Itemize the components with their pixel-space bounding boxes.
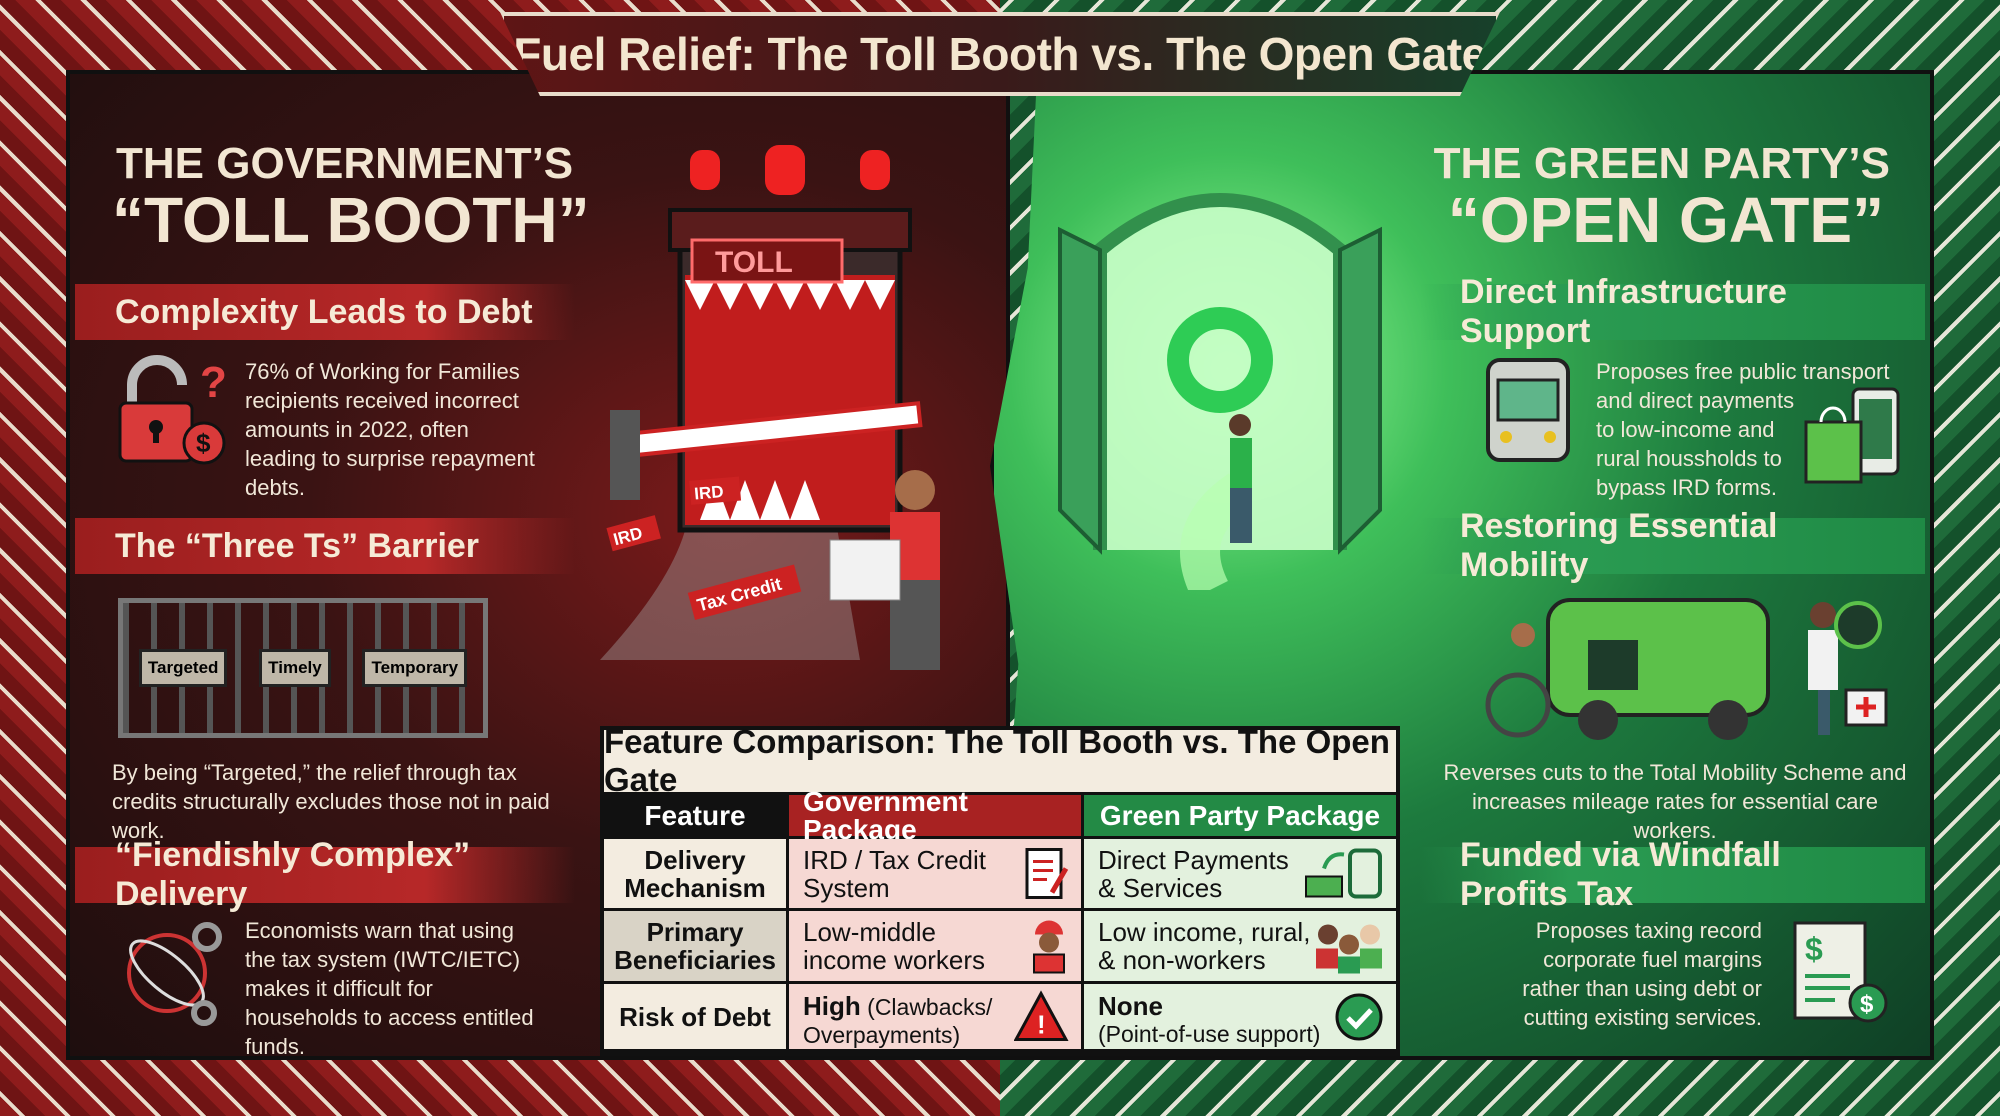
cell-text: (Clawbacks/ Overpayments) [803, 994, 993, 1048]
open-gate-illustration [1058, 193, 1382, 590]
lock-targeted: Targeted [138, 649, 228, 687]
toll-booth-illustration: TOLL IRD IRD Tax Credit [600, 145, 940, 670]
section-title: Direct Infrastructure Support [1460, 273, 1787, 350]
row-green-beneficiaries: Low income, rural, & non-workers [1084, 911, 1396, 984]
risk-level-none: None [1098, 991, 1163, 1021]
tax-document-dollar-icon: $ $ [1793, 921, 1888, 1023]
risk-level-high: High [803, 991, 861, 1021]
header-feature: Feature [604, 795, 789, 839]
tangled-gears-icon [127, 922, 222, 1026]
cell-text: IRD / Tax Credit System [803, 844, 987, 903]
header-government-package: Government Package [789, 787, 1084, 843]
section-title: “Fiendishly Complex” Delivery [115, 836, 471, 913]
direct-infrastructure-block: Proposes free public transport and direc… [1596, 357, 1901, 502]
row-gov-beneficiaries: Low-middle income workers [789, 911, 1084, 984]
locked-gate-icon: Targeted Timely Temporary [118, 598, 488, 738]
section-bar-windfall-tax: Funded via Windfall Profits Tax [1420, 836, 1925, 913]
complexity-text: 76% of Working for Families recipients r… [245, 359, 535, 500]
direct-infrastructure-text: Proposes free public transport and direc… [1596, 359, 1890, 500]
row-feature-beneficiaries: Primary Beneficiaries [604, 911, 789, 984]
section-bar-complexity: Complexity Leads to Debt [75, 284, 575, 340]
section-bar-restoring-mobility: Restoring Essential Mobility [1420, 507, 1925, 584]
header-green-package: Green Party Package [1084, 795, 1396, 839]
row-green-delivery: Direct Payments & Services [1084, 839, 1396, 911]
lock-timely: Timely [259, 649, 331, 687]
checkmark-circle-icon [1335, 993, 1383, 1040]
green-heading-line1: THE GREEN PARTY’S [1433, 139, 1890, 188]
fiendishly-complex-text: Economists warn that using the tax syste… [245, 918, 534, 1059]
svg-text:$: $ [1805, 931, 1823, 967]
page-title: Fuel Relief: The Toll Booth vs. The Open… [513, 28, 1487, 80]
feature-comparison-table: Feature Comparison: The Toll Booth vs. T… [600, 723, 1400, 1056]
row-gov-delivery: IRD / Tax Credit System [789, 839, 1084, 911]
three-ts-text: By being “Targeted,” the relief through … [112, 760, 550, 843]
row-green-risk: None(Point-of-use support) [1084, 984, 1396, 1052]
toll-sign: TOLL [715, 246, 793, 279]
row-feature-risk: Risk of Debt [604, 984, 789, 1052]
bus-icon [1486, 358, 1570, 462]
section-title: Restoring Essential Mobility [1460, 507, 1778, 584]
cell-text: Low income, rural, & non-workers [1098, 917, 1311, 975]
barrier-ird-2: IRD [693, 482, 724, 503]
svg-text:!: ! [1037, 1009, 1046, 1039]
cell-text: Low-middle income workers [803, 917, 986, 975]
green-heading-line2: “OPEN GATE” [1447, 184, 1884, 256]
svg-text:$: $ [196, 428, 211, 458]
section-bar-fiendishly-complex: “Fiendishly Complex” Delivery [75, 836, 575, 913]
section-bar-direct-infrastructure: Direct Infrastructure Support [1420, 273, 1925, 350]
windfall-tax-text: Proposes taxing record corporate fuel ma… [1522, 918, 1762, 1030]
worker-hardhat-icon [1033, 920, 1065, 974]
section-bar-three-ts: The “Three Ts” Barrier [75, 518, 575, 574]
section-title: The “Three Ts” Barrier [115, 526, 480, 565]
table-title: Feature Comparison: The Toll Booth vs. T… [604, 723, 1390, 798]
cell-text: (Point-of-use support) [1098, 1021, 1321, 1047]
icon-slot [1801, 387, 1901, 487]
svg-text:$: $ [1860, 991, 1874, 1018]
section-title: Complexity Leads to Debt [115, 292, 533, 331]
gov-heading-line2: “TOLL BOOTH” [112, 184, 590, 256]
row-feature-delivery: Delivery Mechanism [604, 839, 789, 911]
cell-text: Direct Payments & Services [1098, 844, 1289, 903]
svg-text:?: ? [200, 358, 227, 407]
title-banner: Fuel Relief: The Toll Booth vs. The Open… [500, 12, 1500, 96]
row-gov-risk: High (Clawbacks/ Overpayments) ! [789, 984, 1084, 1052]
section-title: Funded via Windfall Profits Tax [1460, 836, 1781, 913]
money-bus-icon [1305, 848, 1382, 898]
document-pencil-icon [1025, 847, 1069, 899]
diverse-people-icon [1316, 924, 1382, 974]
lock-temporary: Temporary [362, 649, 468, 687]
warning-triangle-icon: ! [1014, 989, 1069, 1041]
mobility-van-icon [1485, 598, 1888, 740]
restoring-mobility-text: Reverses cuts to the Total Mobility Sche… [1443, 760, 1907, 843]
shopping-bag-phone-icon [1804, 387, 1900, 484]
broken-lock-icon: $ ? [118, 355, 227, 465]
gov-heading-line1: THE GOVERNMENT’S [116, 139, 574, 188]
